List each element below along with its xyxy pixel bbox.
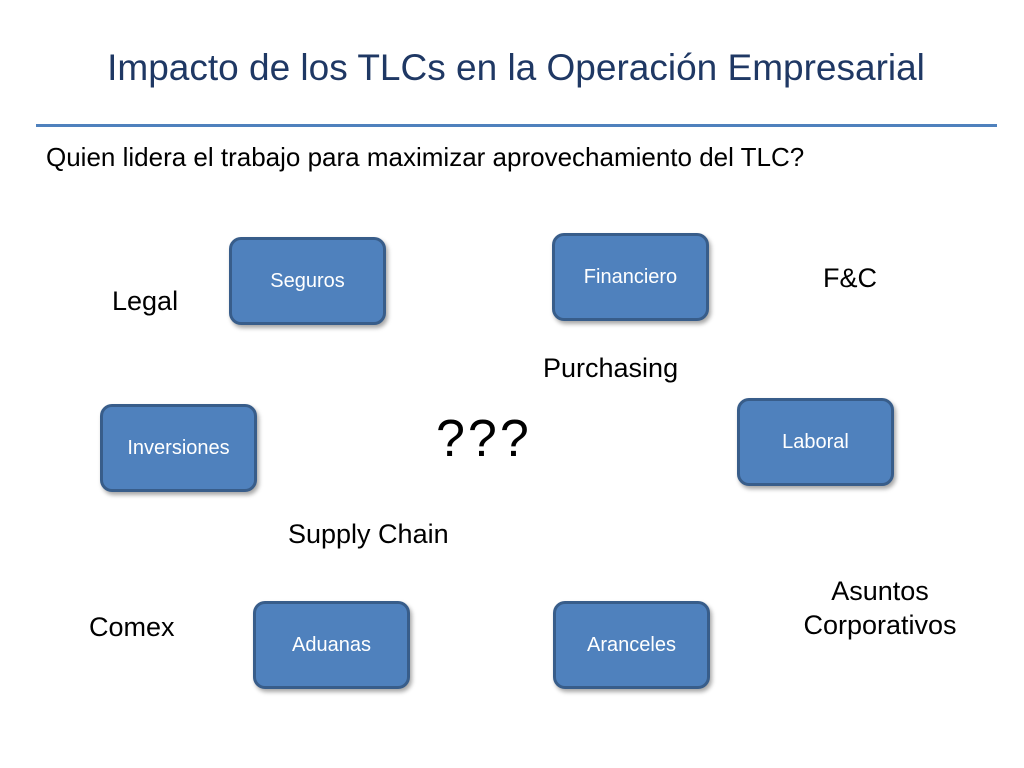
- label-fc: F&C: [823, 263, 877, 293]
- label-asuntos-line2: Corporativos: [803, 609, 957, 640]
- box-aduanas: Aduanas: [253, 601, 410, 689]
- box-laboral: Laboral: [737, 398, 894, 486]
- box-aranceles: Aranceles: [553, 601, 710, 689]
- title-divider: [36, 124, 997, 127]
- box-inversiones: Inversiones: [100, 404, 257, 492]
- label-comex: Comex: [89, 612, 175, 642]
- label-supply-chain: Supply Chain: [288, 519, 449, 549]
- label-asuntos-corporativos: Asuntos Corporativos: [790, 575, 970, 643]
- box-seguros: Seguros: [229, 237, 386, 325]
- slide-title: Impacto de los TLCs en la Operación Empr…: [107, 47, 925, 88]
- label-legal: Legal: [112, 286, 179, 316]
- box-financiero: Financiero: [552, 233, 709, 321]
- center-question-marks: ???: [436, 410, 532, 468]
- slide-subtitle: Quien lidera el trabajo para maximizar a…: [46, 142, 805, 172]
- label-asuntos-line1: Asuntos: [831, 576, 929, 606]
- label-purchasing: Purchasing: [543, 353, 679, 383]
